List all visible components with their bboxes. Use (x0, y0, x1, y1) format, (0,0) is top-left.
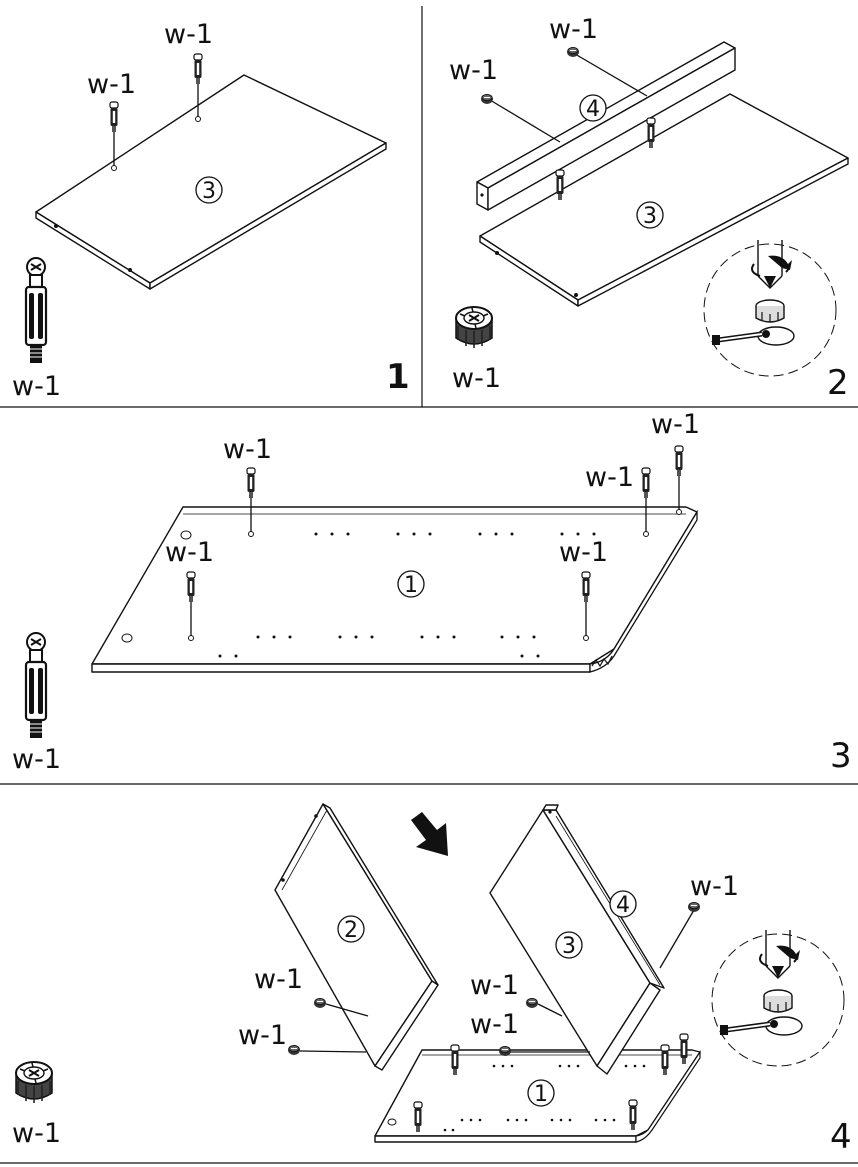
cam-lock-nut-icon (480, 93, 494, 105)
step-2-panel: 3 4 w-1 w-1 w-1 2 (449, 14, 849, 403)
cam-lock-nut-icon (687, 901, 701, 913)
cam-bolt-icon (24, 256, 48, 365)
hardware-label: w-1 (559, 537, 608, 568)
cam-bolt-icon (246, 467, 256, 499)
screwdriver-tighten-detail (704, 240, 836, 376)
step-3-panel: w-1 w-1 w-1 w-1 w-1 1 w-1 3 (12, 409, 852, 776)
part-number-label: 1 (534, 1082, 548, 1107)
hardware-label: w-1 (470, 1009, 519, 1040)
hardware-label: w-1 (452, 363, 501, 394)
part-number-label: 3 (562, 934, 576, 959)
step-1-panel: w-1 w-1 3 w-1 1 (12, 19, 410, 402)
cam-lock-nut-icon (498, 1045, 512, 1057)
hardware-label: w-1 (165, 537, 214, 568)
hardware-label: w-1 (238, 1020, 287, 1051)
part-number-label: 4 (586, 97, 600, 122)
cam-lock-nut-icon (455, 306, 493, 349)
step-number: 2 (827, 363, 849, 403)
cam-bolt-icon (109, 101, 119, 133)
direction-arrow-icon (411, 812, 448, 856)
hardware-label: w-1 (549, 14, 598, 45)
cam-lock-nut-icon (566, 46, 580, 58)
screwdriver-tighten-detail (712, 930, 844, 1066)
cam-bolt-icon (193, 53, 203, 85)
hardware-label: w-1 (449, 55, 498, 86)
hardware-label: w-1 (254, 964, 303, 995)
cam-lock-nut-icon (15, 1061, 53, 1104)
step-number: 3 (830, 736, 852, 776)
hardware-label: w-1 (585, 462, 634, 493)
hole-pattern (218, 532, 596, 658)
hardware-label: w-1 (470, 970, 519, 1001)
hardware-label: w-1 (12, 1118, 61, 1149)
hole-pattern (443, 1064, 646, 1132)
step-number: 1 (386, 357, 410, 397)
hardware-label: w-1 (87, 69, 136, 100)
part-number-label: 3 (202, 179, 216, 204)
cam-bolt-icon (674, 445, 684, 477)
hardware-label: w-1 (651, 409, 700, 440)
cam-lock-nut-icon (287, 1044, 301, 1056)
hardware-label: w-1 (164, 19, 213, 50)
cam-bolt-icon (641, 467, 651, 499)
hardware-label: w-1 (223, 434, 272, 465)
part-number-label: 3 (643, 204, 657, 229)
cam-lock-nut-icon (313, 997, 327, 1009)
hardware-label: w-1 (12, 744, 61, 775)
hardware-label: w-1 (12, 371, 61, 402)
cam-lock-nut-icon (525, 997, 539, 1009)
part-number-label: 1 (404, 573, 418, 598)
step-number: 4 (830, 1117, 852, 1157)
part-number-label: 2 (344, 918, 358, 943)
hardware-label: w-1 (690, 871, 739, 902)
bottom-panel-board (91, 506, 698, 665)
cam-bolt-icon (24, 631, 48, 740)
step-4-panel: 2 1 3 4 (12, 803, 852, 1157)
part-number-label: 4 (616, 893, 630, 918)
